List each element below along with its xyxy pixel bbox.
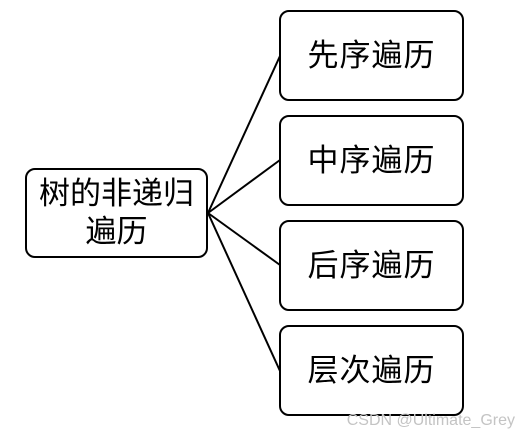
levelorder-node-label: 层次遍历 <box>307 352 436 389</box>
inorder-node: 中序遍历 <box>279 115 464 206</box>
watermark-text: CSDN @Ultimate_Grey <box>346 412 515 429</box>
postorder-node-label: 后序遍历 <box>307 247 436 284</box>
connector-to-preorder <box>207 55 281 214</box>
preorder-node-label: 先序遍历 <box>307 37 436 74</box>
root-node: 树的非递归 遍历 <box>25 168 208 258</box>
preorder-node: 先序遍历 <box>279 10 464 101</box>
levelorder-node: 层次遍历 <box>279 325 464 416</box>
connector-to-inorder <box>207 159 281 214</box>
inorder-node-label: 中序遍历 <box>307 142 436 179</box>
postorder-node: 后序遍历 <box>279 220 464 311</box>
root-node-label-line1: 树的非递归 <box>39 176 194 212</box>
connector-to-levelorder <box>207 212 281 372</box>
connector-to-postorder <box>207 212 281 266</box>
root-node-label-line2: 遍历 <box>85 214 148 250</box>
